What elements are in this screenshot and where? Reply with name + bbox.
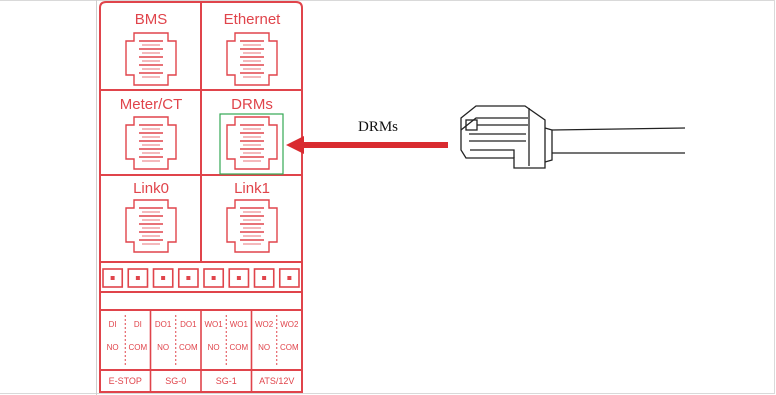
- rj45-plug-icon: [460, 105, 686, 169]
- port-label-ethernet: Ethernet: [224, 11, 282, 28]
- terminal-screw-icon: [253, 268, 275, 288]
- terminal-screw-icon: [278, 268, 300, 288]
- terminal-label: DO1: [155, 320, 172, 329]
- rj45-jack-icon: [125, 199, 177, 253]
- terminal-label: NO: [208, 343, 220, 352]
- terminal-label: COM: [179, 343, 198, 352]
- terminal-label: COM: [129, 343, 148, 352]
- device-panel-outline: [99, 1, 303, 393]
- terminal-screw-icon: [203, 268, 225, 288]
- group-label: E-STOP: [109, 376, 142, 386]
- terminal-screw-icon: [177, 268, 199, 288]
- port-label-link0: Link0: [133, 180, 169, 197]
- terminal-label: WO1: [205, 320, 224, 329]
- rj45-jack-icon: [226, 116, 278, 170]
- arrow-left-icon: [286, 136, 448, 154]
- terminal-label: WO2: [280, 320, 299, 329]
- cable-label: DRMs: [358, 119, 398, 135]
- rj45-jack-icon: [226, 32, 278, 86]
- group-label: SG-0: [165, 376, 186, 386]
- drms-port-highlight: [219, 113, 284, 175]
- rj45-jack-icon: [226, 199, 278, 253]
- port-label-link1: Link1: [234, 180, 270, 197]
- terminal-screw-icon: [152, 268, 174, 288]
- terminal-label: WO2: [255, 320, 274, 329]
- terminal-screw-icon: [228, 268, 250, 288]
- port-label-meter-ct: Meter/CT: [120, 96, 183, 113]
- terminal-label: WO1: [230, 320, 249, 329]
- terminal-label: NO: [157, 343, 169, 352]
- terminal-label: COM: [280, 343, 299, 352]
- terminal-label: NO: [107, 343, 119, 352]
- group-label: SG-1: [216, 376, 237, 386]
- terminal-label: DI: [109, 320, 117, 329]
- port-label-drms: DRMs: [231, 96, 273, 113]
- terminal-label: NO: [258, 343, 270, 352]
- terminal-screw-icon: [127, 268, 149, 288]
- terminal-screw-icon: [102, 268, 124, 288]
- rj45-jack-icon: [125, 116, 177, 170]
- group-label: ATS/12V: [259, 376, 294, 386]
- port-label-bms: BMS: [135, 11, 168, 28]
- left-guide-line: [96, 0, 97, 395]
- terminal-label: DI: [134, 320, 142, 329]
- terminal-label: DO1: [180, 320, 197, 329]
- terminal-label: COM: [230, 343, 249, 352]
- rj45-jack-icon: [125, 32, 177, 86]
